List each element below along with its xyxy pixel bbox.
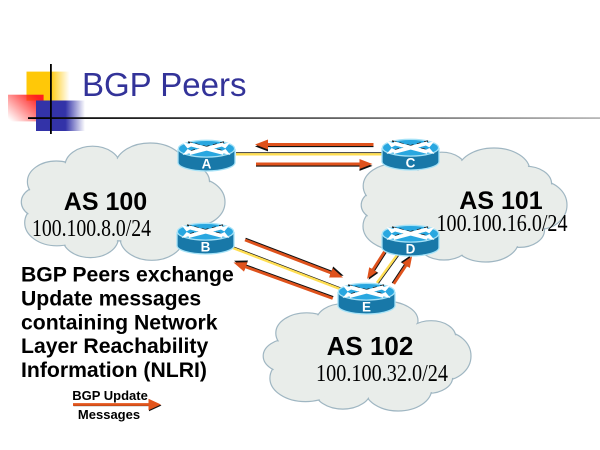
svg-text:A: A — [202, 157, 212, 172]
svg-text:Information (NLRI): Information (NLRI) — [21, 359, 207, 382]
svg-text:Update messages: Update messages — [21, 287, 201, 310]
svg-text:AS 100: AS 100 — [64, 188, 147, 216]
svg-text:E: E — [362, 300, 371, 315]
svg-text:D: D — [406, 242, 416, 257]
svg-text:100.100.8.0/24: 100.100.8.0/24 — [32, 216, 151, 242]
svg-text:Layer Reachability: Layer Reachability — [21, 335, 208, 358]
svg-text:AS 101: AS 101 — [459, 187, 542, 215]
svg-text:Messages: Messages — [78, 407, 140, 422]
svg-text:BGP Peers exchange: BGP Peers exchange — [21, 264, 234, 287]
svg-text:containing Network: containing Network — [21, 311, 218, 334]
svg-text:C: C — [406, 156, 416, 171]
svg-text:100.100.16.0/24: 100.100.16.0/24 — [437, 211, 568, 237]
svg-text:BGP Update: BGP Update — [72, 388, 148, 403]
svg-text:AS 102: AS 102 — [327, 331, 414, 361]
svg-text:100.100.32.0/24: 100.100.32.0/24 — [316, 361, 448, 387]
svg-text:BGP Peers: BGP Peers — [82, 66, 246, 103]
svg-text:B: B — [201, 240, 211, 255]
